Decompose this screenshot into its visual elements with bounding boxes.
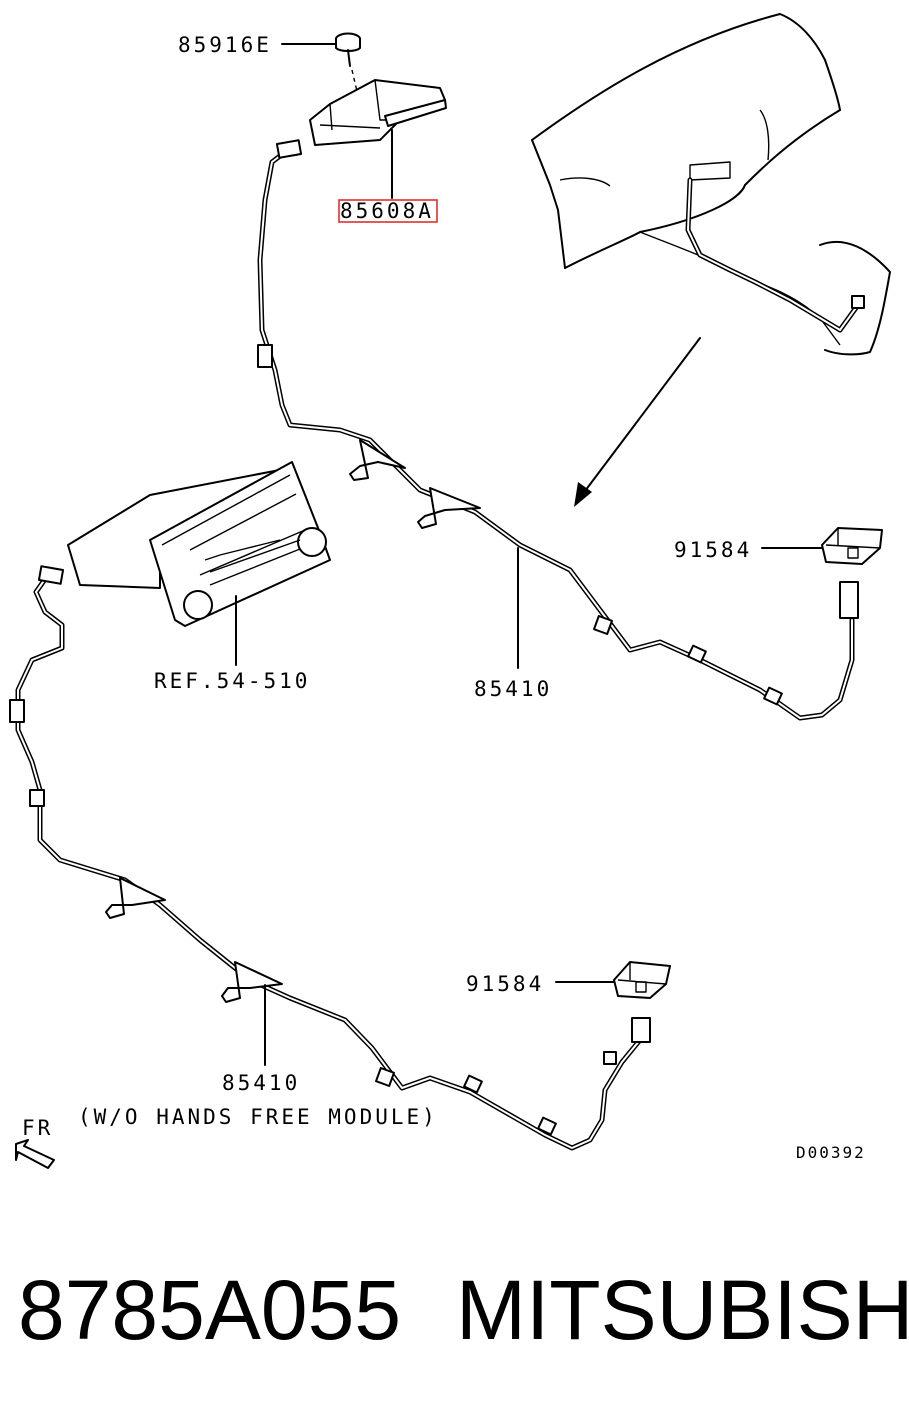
front-direction-arrow [15,1139,55,1169]
hands-free-module-85608a [309,79,447,223]
brand-name: MITSUBISHI [456,1263,909,1357]
label-switch-upper: 91584 [674,538,752,562]
harness-85410-lower [9,565,651,1151]
harness-85410-upper [257,139,859,721]
label-drawing-code: D00392 [796,1143,866,1162]
part-number: 8785A055 [18,1263,402,1357]
switch-91584-upper [761,527,883,565]
label-screw: 85916E [178,33,272,57]
label-harness-lower-note: (W/O HANDS FREE MODULE) [78,1105,438,1129]
label-radio-ref: REF.54-510 [154,669,310,693]
label-harness-lower: 85410 [222,1071,300,1095]
label-front: FR [22,1116,53,1140]
highlight-box [338,199,438,223]
detail-arrow [574,337,701,507]
label-harness-upper: 85410 [474,677,552,701]
switch-91584-lower [555,961,671,999]
label-module: 85608A [340,199,434,223]
radio-unit-ref-54-510 [67,461,331,666]
label-switch-lower: 91584 [466,972,544,996]
footer: 8785A055 MITSUBISHI [0,1262,909,1372]
dashboard-inset-illustration [531,13,891,356]
